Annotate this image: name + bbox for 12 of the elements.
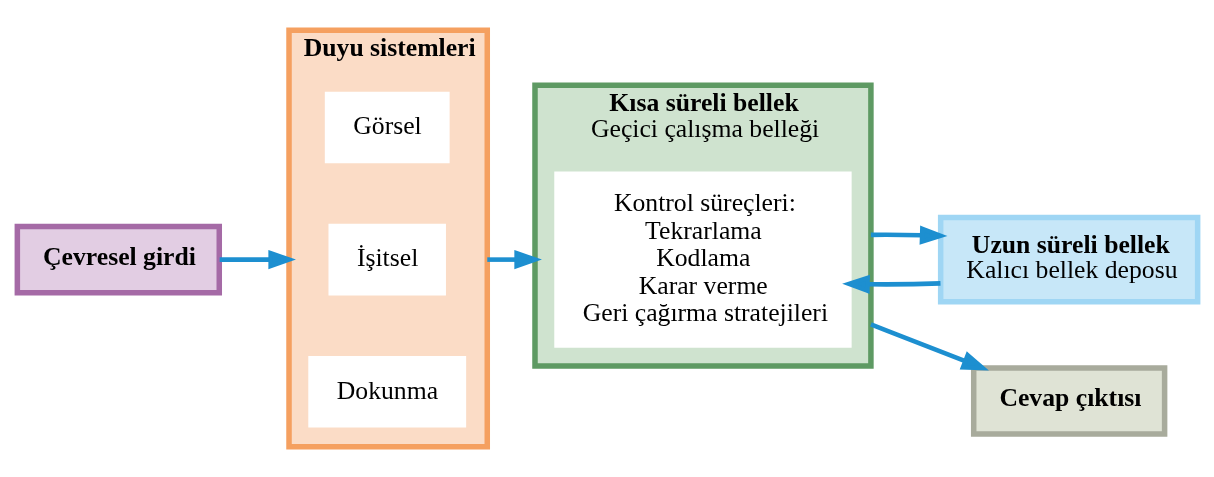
node-box: Uzun süreli bellek Kalıcı bellek deposu	[937, 214, 1200, 305]
node-box: Çevresel girdi	[14, 223, 222, 296]
arrow	[841, 274, 941, 294]
arrow	[219, 249, 296, 270]
node-box: Cevap çıktısı	[970, 365, 1167, 437]
arrow	[486, 249, 542, 270]
node-box: Görsel	[324, 91, 450, 164]
node-box: İşitsel	[328, 223, 446, 296]
node-box: Dokunma	[307, 355, 466, 428]
arrow	[870, 225, 947, 245]
node-box: Kontrol süreçleri: Tekrarlama Kodlama Karar verme Geri çağırma stratejileri	[553, 171, 852, 348]
arrow	[869, 322, 989, 371]
